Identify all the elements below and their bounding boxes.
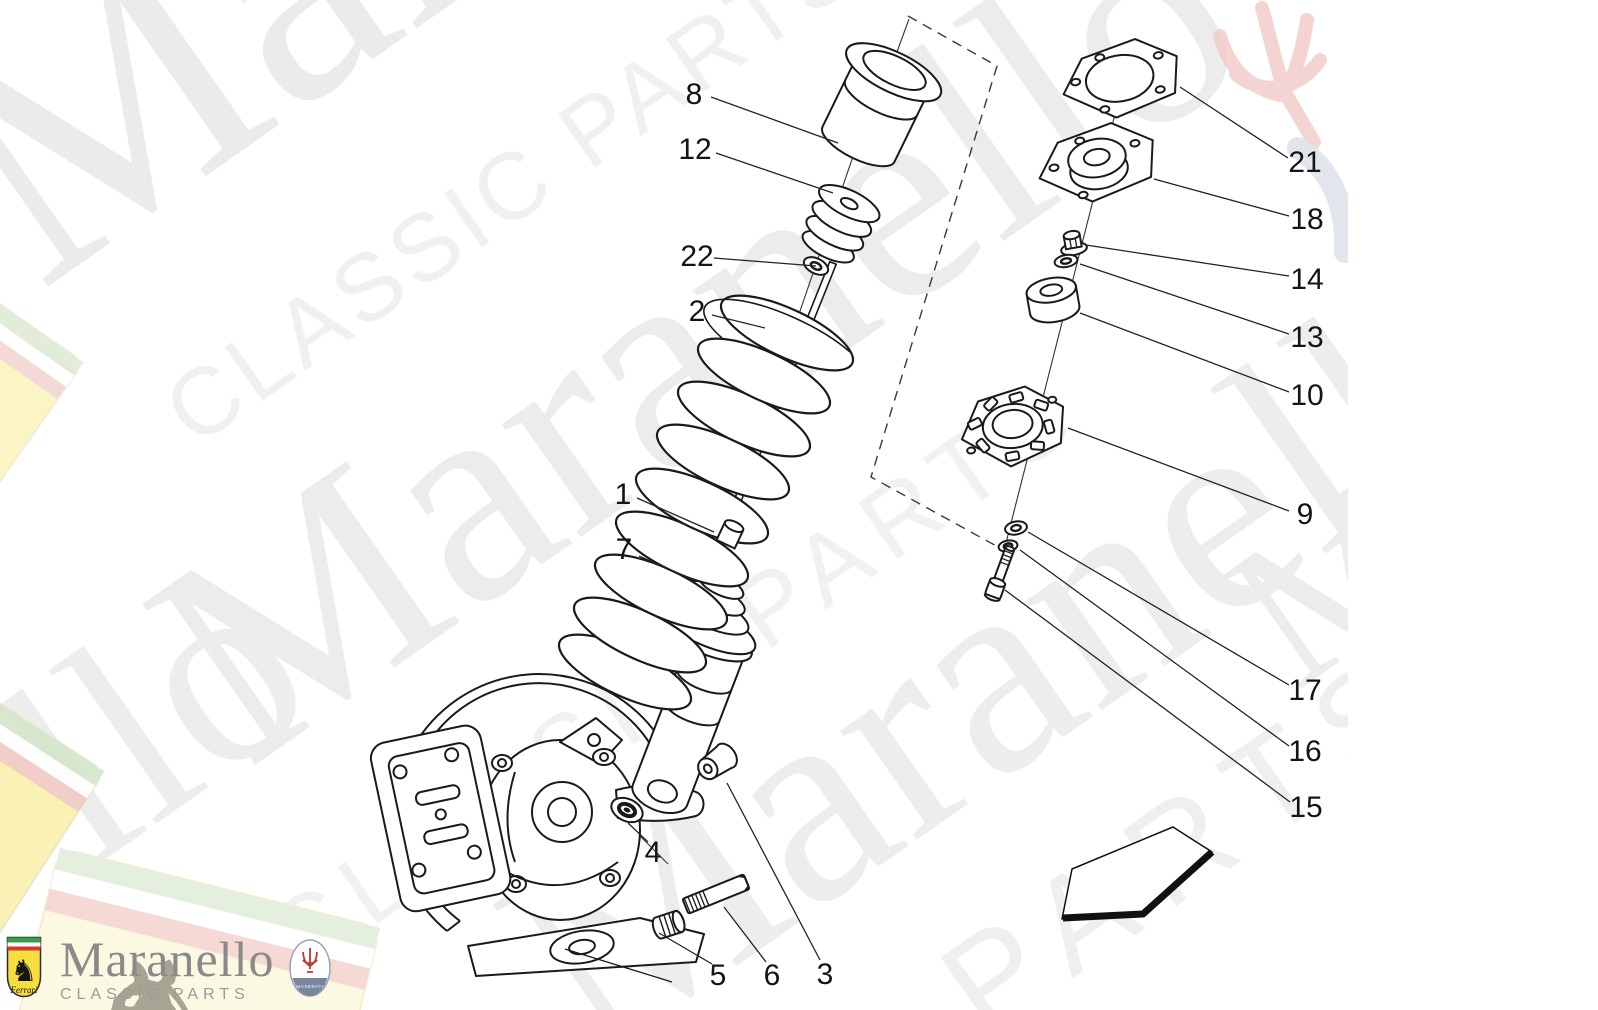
leader-line-15 <box>1004 589 1291 803</box>
leader-line-5 <box>658 932 713 965</box>
part-plate-21 <box>1062 38 1178 119</box>
leader-line-10 <box>1079 312 1290 393</box>
part-number-7: 7 <box>615 533 633 566</box>
part-number-15: 15 <box>1289 791 1323 824</box>
maranello-logo: ♞ Ferrari Maranello CLASSIC PARTS MASERA… <box>6 931 332 1004</box>
part-number-3: 3 <box>816 958 834 991</box>
part-number-17: 17 <box>1288 674 1322 707</box>
lower-arm <box>467 917 705 977</box>
part-number-12: 12 <box>678 133 712 166</box>
leader-line-13 <box>1079 263 1290 335</box>
part-number-16: 16 <box>1288 735 1322 768</box>
watermark-maserati-badge-arc <box>1287 137 1348 263</box>
part-number-18: 18 <box>1290 203 1324 236</box>
ferrari-shield-logo: ♞ Ferrari <box>6 936 42 998</box>
maserati-text: MASERATI <box>297 984 324 989</box>
leader-line-12 <box>715 152 834 194</box>
part-number-5: 5 <box>709 959 727 992</box>
part-bushing-3 <box>697 742 738 781</box>
leader-line-21 <box>1179 86 1289 159</box>
part-upper-mount-18 <box>1038 122 1154 203</box>
horse-icon: ♞ <box>11 954 38 989</box>
leader-line-7 <box>638 555 694 581</box>
leader-line-6 <box>723 906 767 963</box>
part-number-14: 14 <box>1290 263 1324 296</box>
shock-eye-hole <box>646 779 678 804</box>
part-bump-stop-12 <box>801 183 881 264</box>
part-number-21: 21 <box>1288 146 1322 179</box>
part-washer-17 <box>1004 520 1028 536</box>
leader-line-16 <box>1019 549 1290 747</box>
part-number-8: 8 <box>685 78 703 111</box>
part-number-6: 6 <box>763 959 781 992</box>
exploded-drawing <box>369 15 1291 983</box>
leader-lines <box>627 86 1291 965</box>
part-number-9: 9 <box>1296 498 1314 531</box>
leader-line-17 <box>1027 531 1290 686</box>
leader-line-1 <box>636 497 715 533</box>
leader-line-9 <box>1067 427 1290 512</box>
part-bolt-15 <box>983 545 1016 602</box>
part-washer-13 <box>1053 253 1079 269</box>
watermark-ferrari-shield-top: ♞ <box>0 262 84 576</box>
knuckle-assembly <box>369 673 705 983</box>
leader-line-14 <box>1085 244 1290 277</box>
leader-line-4 <box>627 822 649 843</box>
leader-line-22 <box>713 257 817 267</box>
part-number-4: 4 <box>644 836 662 869</box>
part-number-10: 10 <box>1290 379 1324 412</box>
hub-bore-inner <box>547 797 577 827</box>
part-washer-4 <box>610 796 644 824</box>
maserati-badge: MASERATI <box>289 939 332 997</box>
leader-line-2 <box>711 314 766 329</box>
part-number-1: 1 <box>614 478 632 511</box>
part-bushing-10 <box>1025 276 1081 324</box>
leader-line-8 <box>710 96 839 144</box>
part-number-2: 2 <box>688 295 706 328</box>
maranello-subtitle: CLASSIC PARTS <box>60 986 250 1003</box>
part-nut-5 <box>651 909 686 940</box>
leader-line-18 <box>1153 178 1290 217</box>
brake-caliper <box>369 724 512 913</box>
axis-lower-mount <box>639 835 669 865</box>
part-spring-2 <box>557 294 855 711</box>
leader-line-3 <box>726 782 821 961</box>
direction-arrow <box>1061 826 1215 922</box>
part-nut-14 <box>1060 229 1088 257</box>
part-dust-cover-8 <box>821 42 943 168</box>
part-number-13: 13 <box>1290 321 1324 354</box>
trident-icon <box>302 948 319 973</box>
part-mount-plate-9 <box>960 385 1065 468</box>
maranello-wordmark: Maranello <box>60 931 275 987</box>
part-stud-6 <box>682 873 750 915</box>
explosion-dashed-box <box>870 15 1001 549</box>
watermark-maserati-trident <box>1213 1 1327 149</box>
ferrari-script: Ferrari <box>10 985 38 995</box>
watermark-ferrari-shield-bottom: ♞ <box>0 848 381 1010</box>
part-rod-end-1 <box>715 519 745 550</box>
watermark-ferrari-shield-mid: ♞ <box>0 668 105 1007</box>
part-number-22: 22 <box>680 240 714 273</box>
